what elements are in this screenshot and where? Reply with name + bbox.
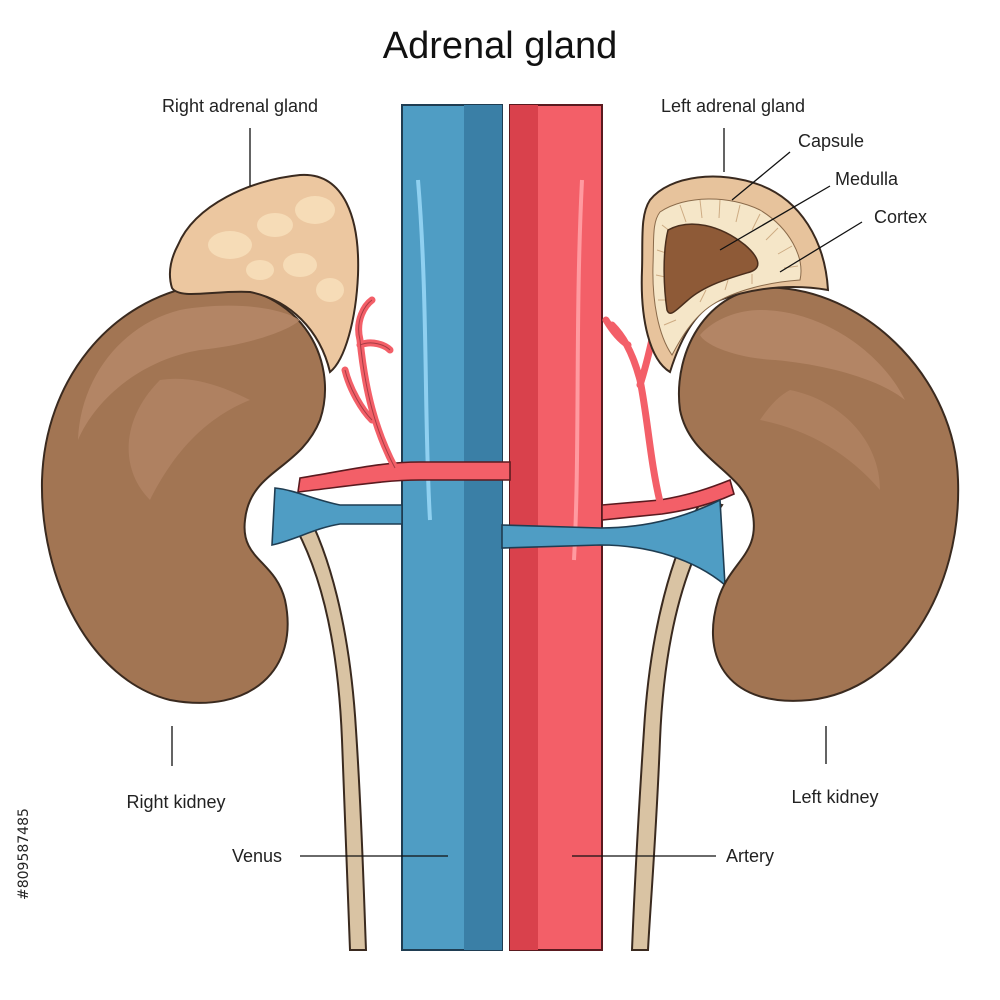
left-kidney-icon: [678, 286, 960, 702]
right-adrenal-gland-icon: [169, 173, 360, 374]
vena-cava-icon: [401, 104, 503, 951]
label-medulla: Medulla: [835, 169, 899, 189]
label-left-adrenal-gland: Left adrenal gland: [661, 96, 805, 116]
leader-lines: [171, 128, 863, 857]
label-left-kidney: Left kidney: [791, 787, 878, 807]
right-kidney-icon: [40, 283, 326, 704]
renal-artery-icon: [297, 296, 735, 521]
ureter-icon: [280, 498, 724, 951]
stock-id: #809587485: [16, 808, 32, 900]
label-artery: Artery: [726, 846, 774, 866]
label-venus: Venus: [232, 846, 282, 866]
label-cortex: Cortex: [874, 207, 927, 227]
diagram-title: Adrenal gland: [383, 25, 618, 67]
label-right-kidney: Right kidney: [126, 792, 225, 812]
label-right-adrenal-gland: Right adrenal gland: [162, 96, 318, 116]
left-adrenal-gland-icon: [640, 175, 830, 374]
label-capsule: Capsule: [798, 131, 864, 151]
